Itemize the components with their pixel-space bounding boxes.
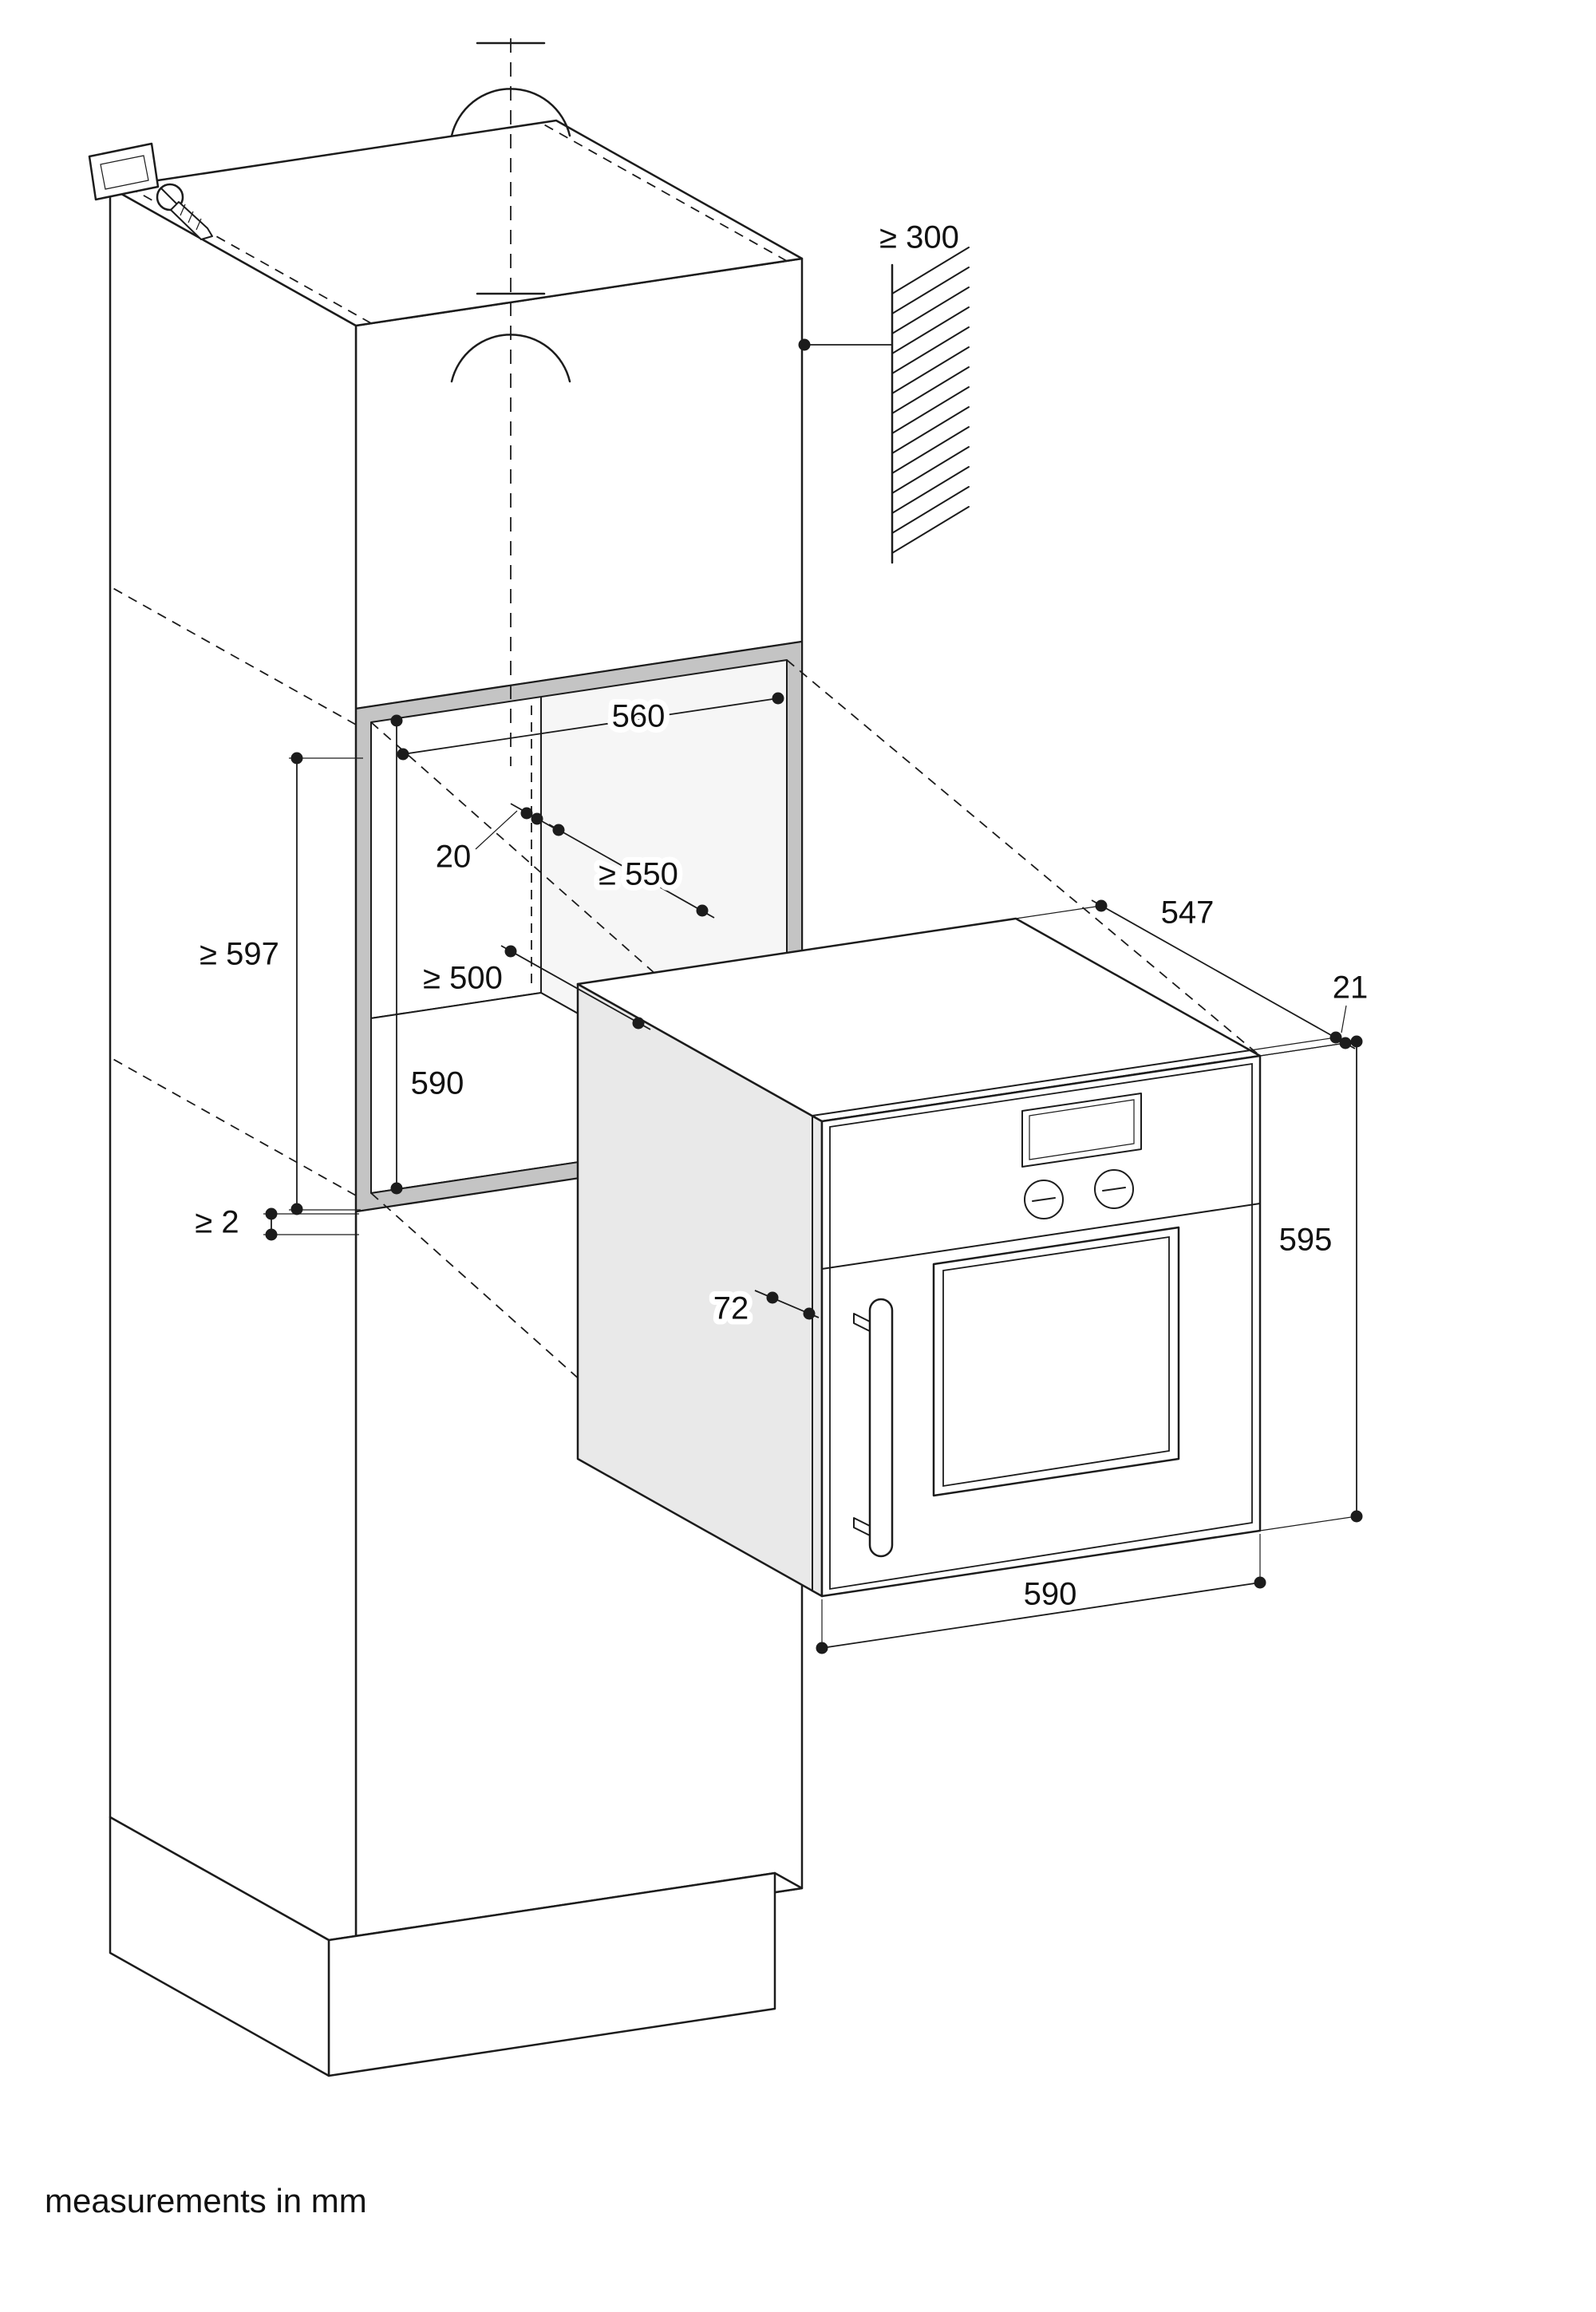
cabinet (109, 119, 804, 2077)
dim-label-niche-height: 590 (411, 1066, 464, 1101)
screw-thread (188, 211, 194, 223)
dimension-point (1350, 1510, 1363, 1523)
footnote: measurements in mm (45, 2182, 367, 2219)
dim-door-overhang: 21 (1250, 965, 1373, 1051)
plinth-left-side (109, 1816, 330, 2077)
dim-label-niche-depth: ≥ 550 (598, 857, 678, 892)
projection-top-right (786, 659, 1261, 1057)
dimension-point (520, 807, 533, 820)
hidden-niche-top-plane (109, 586, 357, 725)
oven-knob-left (1024, 1180, 1064, 1219)
dimension-point (265, 1228, 278, 1241)
wall-plug-plate (88, 142, 160, 201)
dim-lower-clearance: ≥ 500 (417, 945, 651, 1030)
dim-rear-gap: 20 (430, 803, 555, 880)
dim-label-bottom-gap: ≥ 2 (195, 1205, 239, 1240)
dim-niche-depth: ≥ 550 (548, 824, 715, 919)
dim-label-appliance-width: 590 (1024, 1577, 1077, 1612)
hidden-niche-bottom-plane (109, 1057, 357, 1196)
dimension-point (504, 945, 517, 958)
wall-hatching (891, 247, 970, 564)
hatch-lines (891, 247, 970, 554)
dimension-point (552, 824, 565, 836)
dim-label-appliance-height: 595 (1279, 1223, 1333, 1258)
screw-thread (196, 218, 202, 231)
dimension-point (772, 692, 784, 705)
door-window (932, 1226, 1180, 1497)
dimension-point (390, 714, 403, 727)
dimension-point (803, 1307, 816, 1320)
dim-niche-width: 560 (397, 692, 784, 761)
display-screen (1029, 1099, 1135, 1160)
screw-thread (180, 204, 186, 216)
dimension-point (798, 338, 811, 351)
dim-niche-height: 590 (390, 714, 469, 1195)
knob-slot (1102, 1187, 1126, 1192)
dim-label-side-clearance: ≥ 300 (879, 220, 959, 255)
oven-knob-right (1094, 1169, 1134, 1209)
knob-slot (1032, 1197, 1056, 1202)
dim-label-niche-width: 560 (612, 699, 666, 734)
window-outer (932, 1226, 1180, 1497)
dimension-point (390, 1182, 403, 1195)
dimension-point (1350, 1035, 1363, 1048)
ventilation-centerline (450, 38, 571, 766)
oven-display (1021, 1093, 1142, 1168)
control-panel-separator (821, 1203, 1261, 1270)
dim-label-front-panel-height: ≥ 597 (200, 937, 279, 972)
dimension-point (290, 1203, 303, 1215)
handle-bar (868, 1298, 894, 1558)
cabinet-continues-symbol-2 (450, 292, 571, 383)
dim-label-lower-clearance: ≥ 500 (423, 961, 503, 996)
dim-label-handle-offset: 72 (713, 1291, 749, 1326)
dimension-point (397, 748, 409, 761)
dimension-point (816, 1642, 828, 1654)
dim-front-panel-height: ≥ 597 (194, 752, 363, 1215)
dim-bottom-gap: ≥ 2 (189, 1199, 359, 1246)
cabinet-continues-symbol (450, 41, 571, 137)
hidden-lines-left-side (109, 586, 357, 1196)
dim-appliance-width: 590 (816, 1534, 1266, 1654)
display-frame (1021, 1093, 1142, 1168)
hidden-top-right (540, 122, 788, 262)
dimension-point (265, 1207, 278, 1220)
dimension-point (531, 812, 543, 825)
dimension-point (1329, 1031, 1342, 1044)
dim-label-door-overhang: 21 (1333, 970, 1369, 1006)
oven (576, 917, 1262, 1598)
cabinet-left-side (109, 186, 358, 1957)
dimension-point (632, 1017, 645, 1030)
dim-side-clearance: ≥ 300 (798, 215, 965, 351)
dimensions: ≥ 300 560 20 ≥ 550 ≥ 500 (189, 215, 1373, 1654)
screw-slot (160, 188, 180, 207)
dim-appliance-height: 595 (1259, 1035, 1363, 1531)
hidden-top-back (124, 122, 542, 186)
continuation-arc (450, 88, 571, 137)
window-inner (942, 1235, 1170, 1488)
dimension-point (696, 904, 709, 917)
dim-label-rear-gap: 20 (436, 840, 472, 875)
door-edge-top (812, 1049, 1251, 1116)
dimension-point (1254, 1576, 1266, 1589)
dim-handle-offset: 72 (708, 1286, 820, 1332)
screw-fixing-icon (88, 142, 213, 240)
continuation-arc (450, 334, 571, 383)
dim-label-appliance-depth: 547 (1161, 895, 1215, 931)
dimension-point (1095, 899, 1108, 912)
screw-shaft (170, 201, 213, 240)
dimension-point (766, 1291, 779, 1304)
door-inner-outline (829, 1062, 1253, 1591)
dimension-point (290, 752, 303, 765)
door-handle (853, 1298, 894, 1558)
wall-plug-inner (100, 155, 149, 190)
